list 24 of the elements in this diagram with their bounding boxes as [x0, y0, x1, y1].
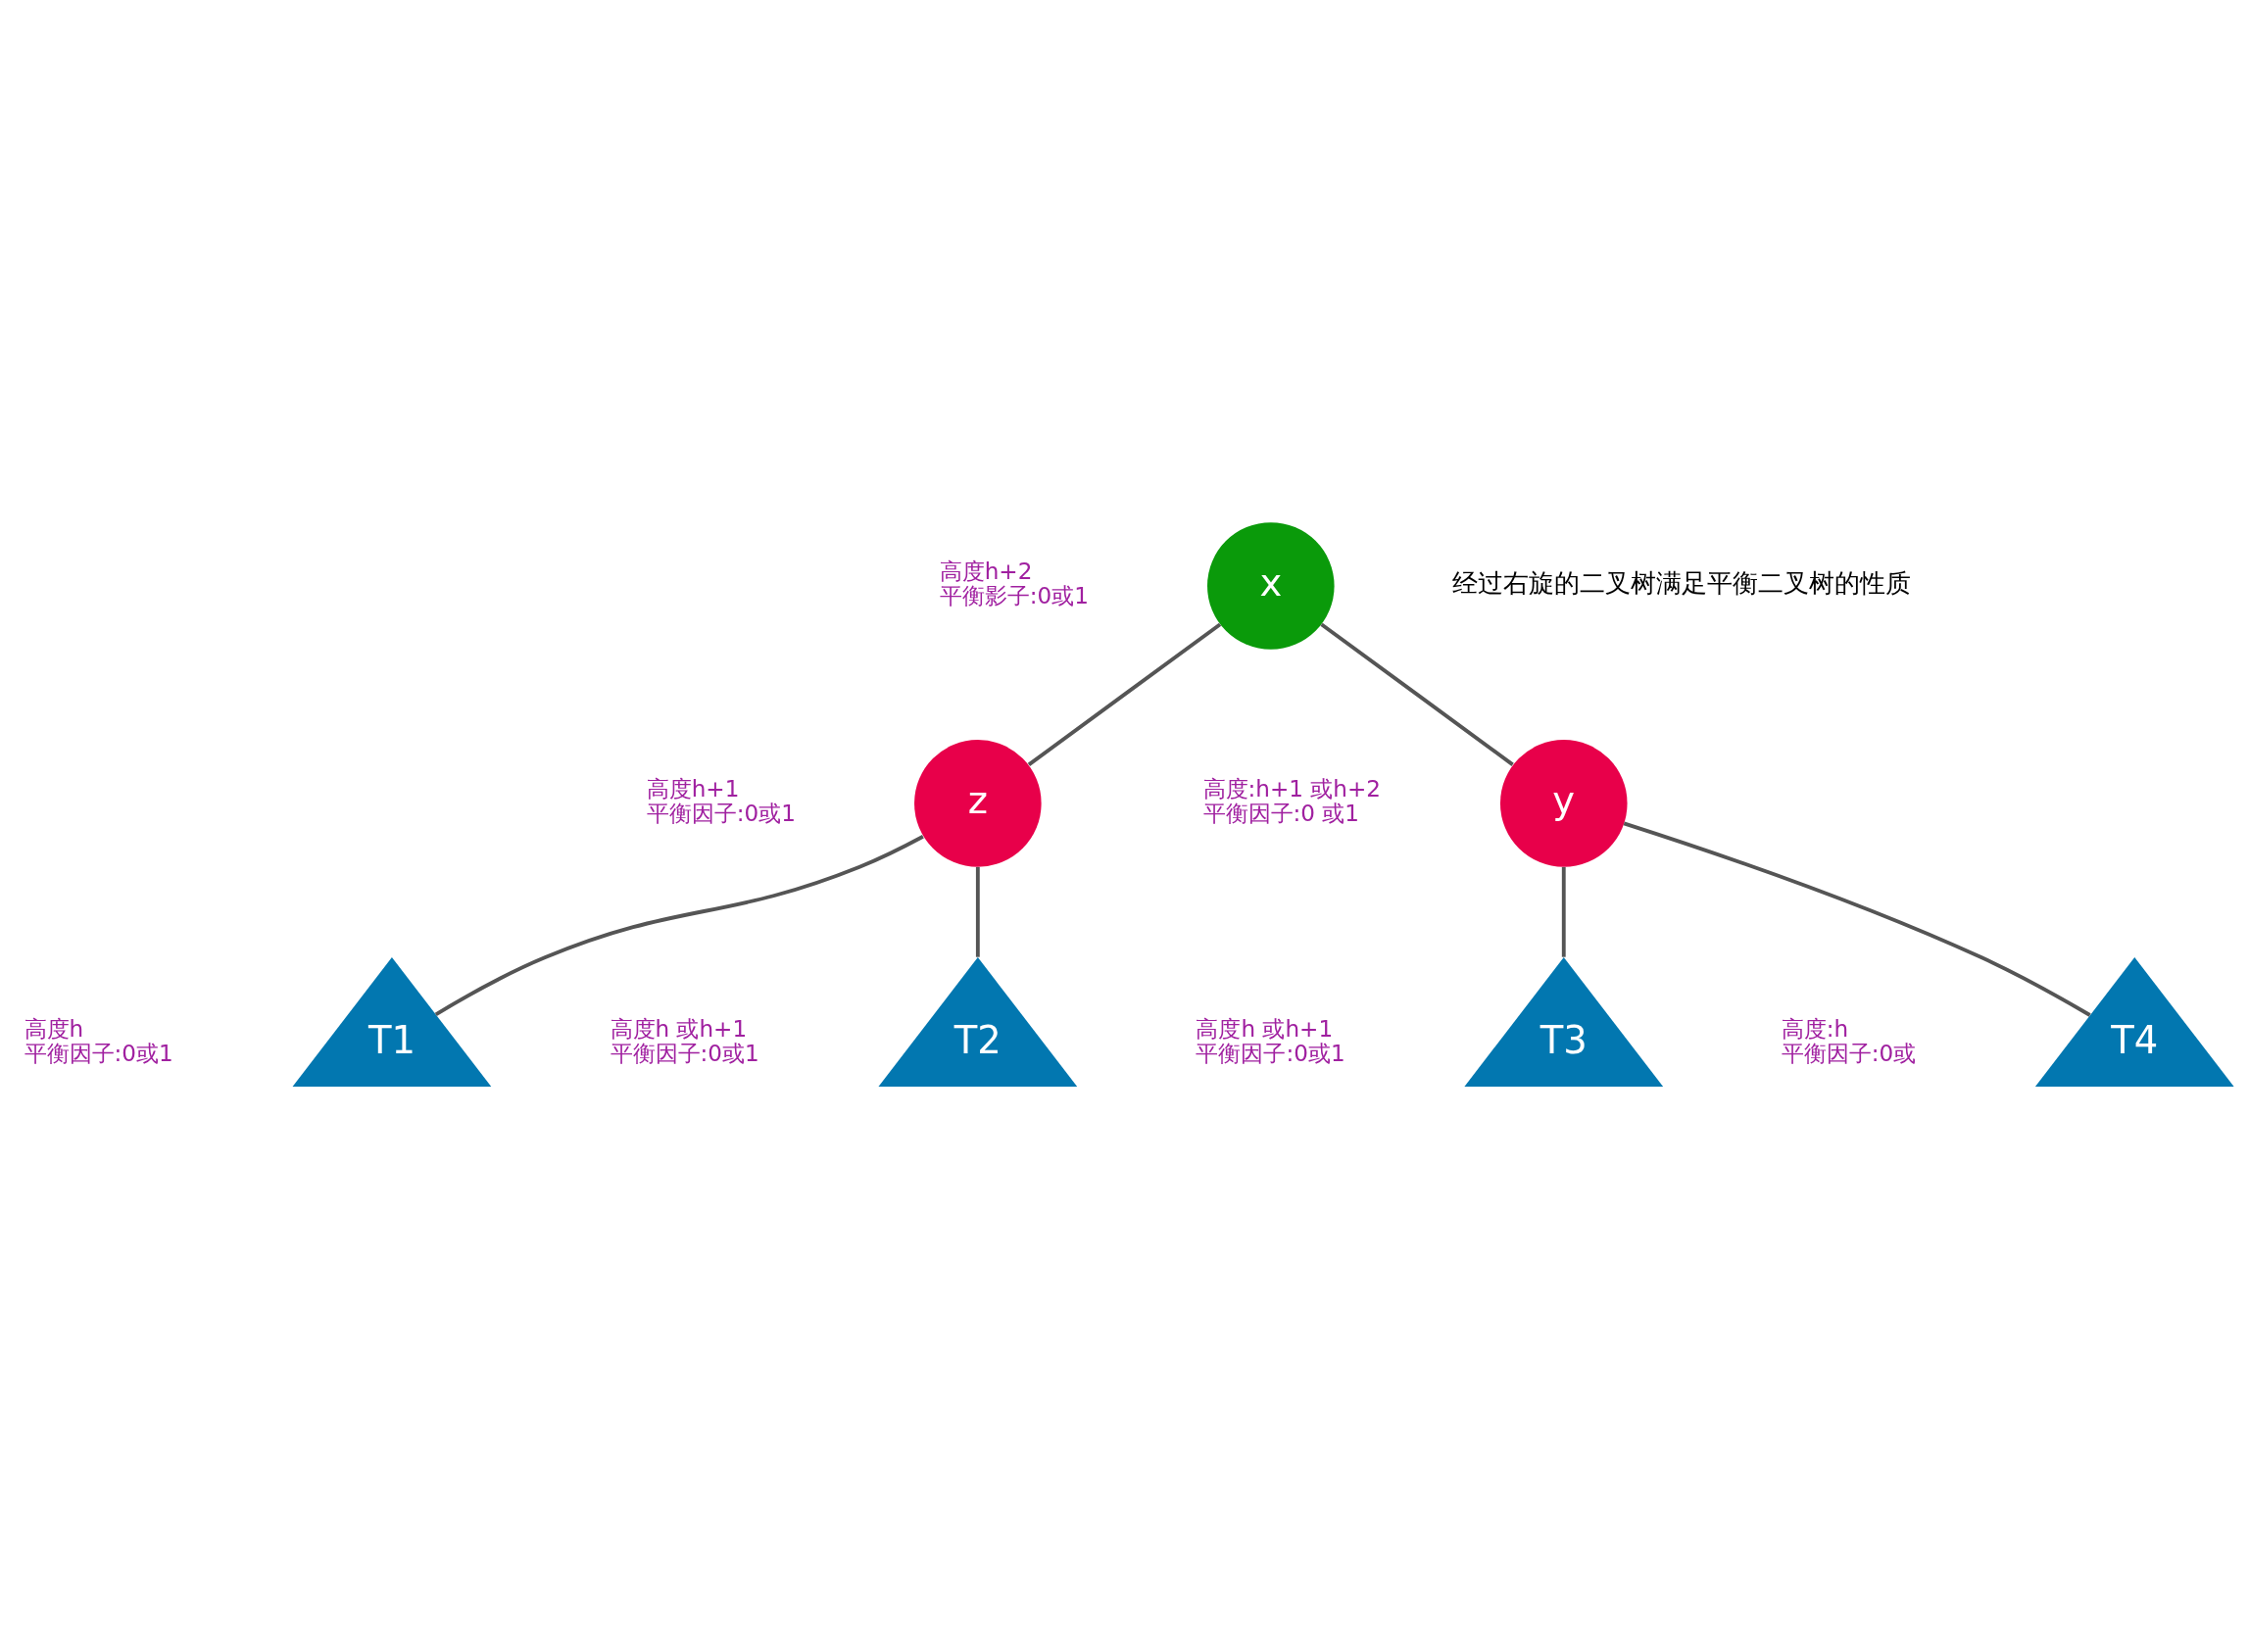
- connector: [434, 835, 924, 1016]
- node-label: 平衡因子:0 或1: [1202, 801, 1359, 827]
- node-circle: y: [1499, 740, 1628, 867]
- node-label: 高度h+1: [646, 775, 740, 802]
- node-label: 高度:h: [1781, 1015, 1849, 1042]
- node-label: 高度h 或h+1: [610, 1015, 748, 1042]
- node-label: 平衡因子:0或1: [1196, 1041, 1345, 1067]
- node-label: 高度:h+1 或h+2: [1202, 775, 1381, 802]
- node-circle: z: [914, 740, 1042, 867]
- node-label: 高度h 或h+1: [1196, 1015, 1334, 1042]
- node-label: 平衡因子:0或1: [646, 801, 796, 827]
- node-label: 平衡因子:0或1: [610, 1041, 759, 1067]
- node-label: 高度h: [24, 1015, 84, 1042]
- label: 经过右旋的二叉树满足平衡二叉树的性质: [1452, 568, 1912, 599]
- connector: [1320, 622, 1514, 766]
- connector: [1561, 866, 1566, 957]
- connector: [975, 866, 980, 957]
- node-label: 平衡因子:0或1: [24, 1041, 173, 1067]
- node-label: 高度h+2: [939, 558, 1033, 584]
- connector: [1027, 622, 1222, 766]
- node-circle: x: [1207, 522, 1335, 650]
- node-label: 平衡影子:0或1: [939, 583, 1089, 609]
- connector: [1623, 821, 2091, 1017]
- node-label: 平衡因子:0或: [1781, 1041, 1917, 1067]
